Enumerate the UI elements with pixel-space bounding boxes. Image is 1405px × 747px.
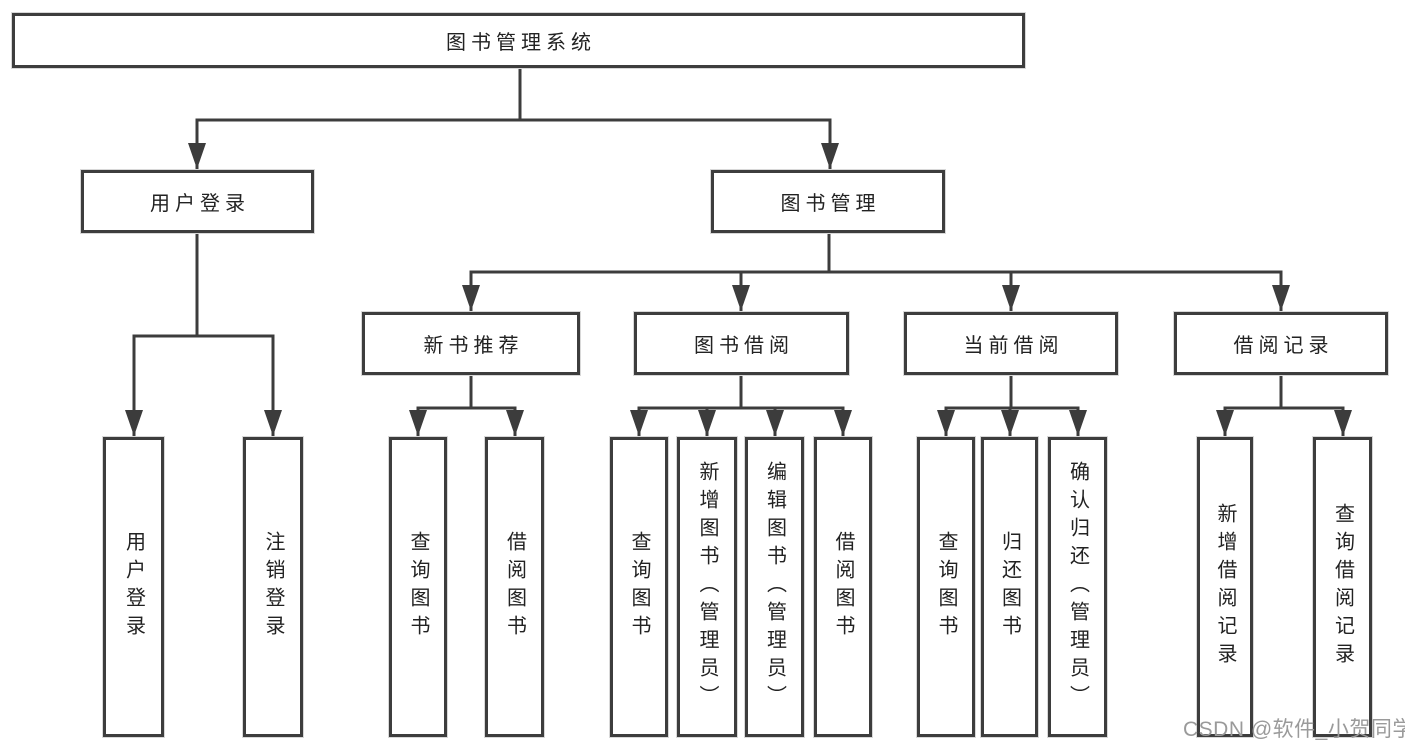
leaf-add-book-admin: 新增图书（管理员） — [677, 437, 737, 737]
watermark: CSDN @软件_小贺同学 — [1183, 718, 1405, 741]
node-user-login: 用户登录 — [81, 170, 314, 233]
leaf-edit-book-admin: 编辑图书（管理员） — [745, 437, 804, 737]
leaf-add-book-admin-label: 新增图书（管理员） — [696, 461, 718, 713]
leaf-return-book: 归还图书 — [981, 437, 1038, 737]
node-current-borrow: 当前借阅 — [904, 312, 1118, 375]
node-root-label: 图书管理系统 — [446, 32, 596, 54]
leaf-logout: 注销登录 — [243, 437, 303, 737]
leaf-add-borrow-record-label: 新增借阅记录 — [1214, 503, 1236, 671]
leaf-confirm-return-admin-label: 确认归还（管理员） — [1066, 461, 1089, 713]
leaf-query-book-rec-label: 查询图书 — [407, 531, 429, 643]
leaf-add-borrow-record: 新增借阅记录 — [1197, 437, 1253, 737]
leaf-query-borrow-record-label: 查询借阅记录 — [1331, 503, 1354, 671]
leaf-query-book-current: 查询图书 — [917, 437, 975, 737]
connector-borrow-records-to-leaves — [1216, 375, 1352, 436]
leaf-borrow-book-rec: 借阅图书 — [485, 437, 544, 737]
connector-root-to-level2 — [188, 68, 839, 169]
connector-current-borrow-to-leaves — [937, 375, 1087, 436]
leaf-confirm-return-admin: 确认归还（管理员） — [1048, 437, 1107, 737]
leaf-edit-book-admin-label: 编辑图书（管理员） — [763, 461, 786, 713]
leaf-user-login-label: 用户登录 — [122, 531, 145, 643]
connector-user-login-to-leaves — [125, 233, 282, 436]
node-new-book-rec: 新书推荐 — [362, 312, 580, 375]
node-borrow-records: 借阅记录 — [1174, 312, 1388, 375]
connector-book-borrow-to-leaves — [630, 375, 852, 436]
connector-book-mgmt-to-level3 — [462, 233, 1290, 311]
leaf-borrow-book: 借阅图书 — [814, 437, 872, 737]
node-borrow-records-label: 借阅记录 — [1233, 335, 1334, 357]
leaf-query-book-borrow-label: 查询图书 — [628, 531, 650, 643]
node-new-book-rec-label: 新书推荐 — [423, 335, 524, 357]
leaf-user-login: 用户登录 — [103, 437, 164, 737]
node-user-login-label: 用户登录 — [150, 193, 250, 215]
leaf-borrow-book-label: 借阅图书 — [832, 531, 854, 643]
node-book-borrow: 图书借阅 — [634, 312, 849, 375]
leaf-return-book-label: 归还图书 — [998, 531, 1021, 643]
leaf-borrow-book-rec-label: 借阅图书 — [503, 531, 526, 643]
node-root: 图书管理系统 — [12, 13, 1025, 68]
node-book-mgmt: 图书管理 — [711, 170, 945, 233]
leaf-query-book-borrow: 查询图书 — [610, 437, 668, 737]
leaf-query-borrow-record: 查询借阅记录 — [1313, 437, 1372, 737]
leaf-logout-label: 注销登录 — [262, 531, 284, 643]
leaf-query-book-rec: 查询图书 — [389, 437, 447, 737]
node-book-mgmt-label: 图书管理 — [780, 193, 881, 215]
leaf-query-book-current-label: 查询图书 — [935, 531, 957, 643]
node-current-borrow-label: 当前借阅 — [963, 335, 1064, 357]
node-book-borrow-label: 图书借阅 — [694, 335, 794, 357]
connector-new-book-rec-to-leaves — [409, 375, 524, 436]
